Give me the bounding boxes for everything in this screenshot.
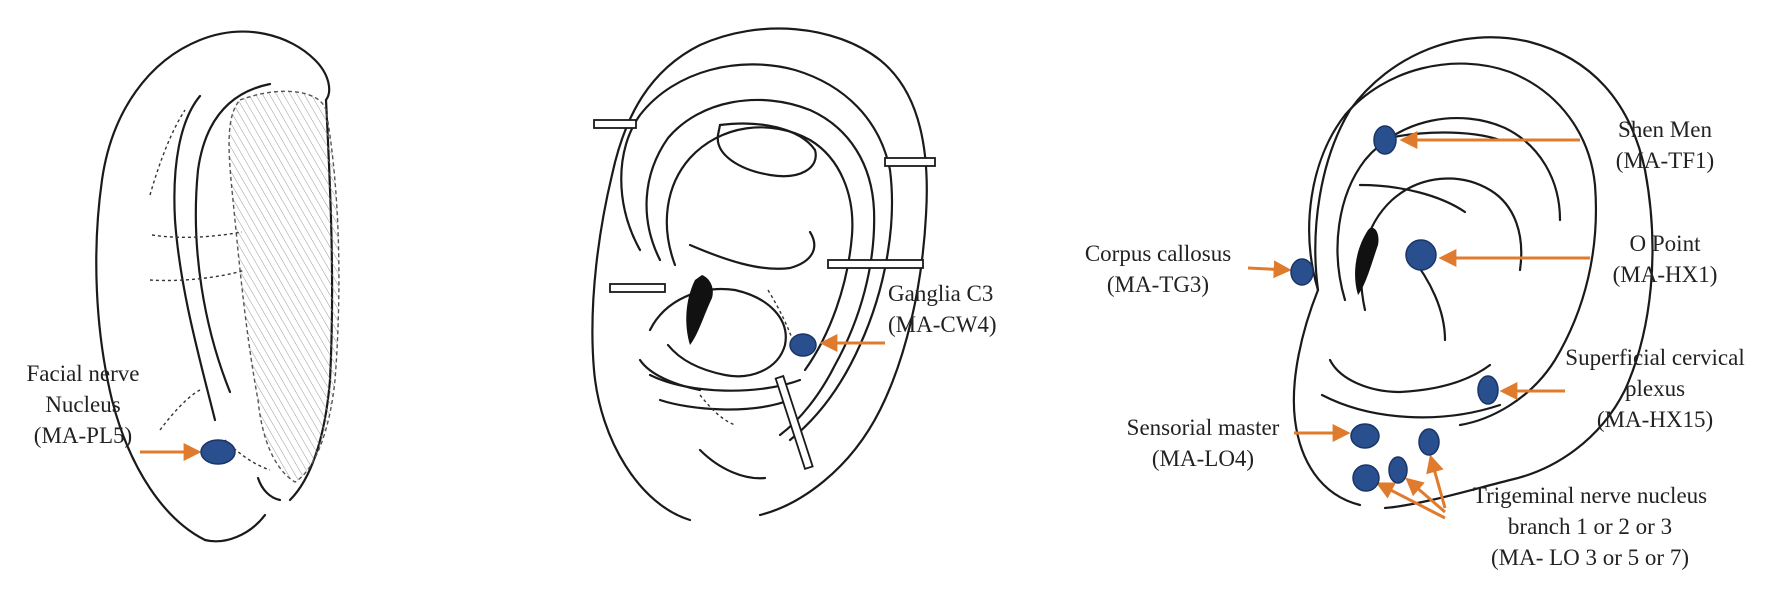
arrow-trigeminal-lo7: [1375, 482, 1446, 520]
point-shen-men: [1373, 125, 1397, 155]
label-o-point: O Point (MA-HX1): [1590, 228, 1740, 290]
label-line: (MA-HX1): [1612, 262, 1718, 287]
point-trigeminal-lo3: [1418, 428, 1440, 456]
point-corpus-callosus: [1290, 258, 1314, 286]
left-ear-dotted-lines: [149, 109, 271, 471]
point-superficial-cervical-plexus: [1477, 375, 1499, 405]
label-line: Ganglia C3: [888, 281, 994, 306]
label-corpus-callosus: Corpus callosus (MA-TG3): [1058, 238, 1258, 300]
arrow-trigeminal-lo5: [1405, 477, 1446, 514]
label-line: Sensorial master: [1126, 415, 1280, 440]
middle-ear-probes: [593, 119, 936, 471]
label-ganglia-c3: Ganglia C3 (MA-CW4): [888, 278, 1028, 340]
label-line: Corpus callosus: [1084, 241, 1232, 266]
label-trigeminal-nerve-nucleus: Trigeminal nerve nucleus branch 1 or 2 o…: [1440, 480, 1740, 573]
left-ear-hatched-region: [228, 90, 340, 483]
right-ear-dark-canal: [1355, 227, 1379, 295]
label-sensorial-master: Sensorial master (MA-LO4): [1098, 412, 1308, 474]
middle-ear-dotted-lines: [699, 289, 796, 426]
label-line: Facial nerve: [26, 361, 140, 386]
arrow-corpus-callosus: [1247, 260, 1292, 279]
label-line: (MA-TF1): [1615, 148, 1715, 173]
point-ganglia-c3: [789, 333, 817, 357]
middle-ear-outline: [591, 27, 928, 522]
label-facial-nerve-nucleus: Facial nerve Nucleus (MA-PL5): [8, 358, 158, 451]
label-line: branch 1 or 2 or 3: [1507, 514, 1673, 539]
pointer-arrows: [140, 131, 1590, 520]
middle-ear-dark-canal: [686, 275, 713, 345]
point-o-point: [1405, 239, 1437, 271]
point-trigeminal-lo7: [1352, 464, 1380, 492]
point-sensorial-master: [1350, 423, 1380, 449]
label-shen-men: Shen Men (MA-TF1): [1590, 114, 1740, 176]
label-line: (MA-CW4): [888, 312, 997, 337]
label-line: Nucleus: [45, 392, 121, 417]
label-line: O Point: [1629, 231, 1701, 256]
label-line: Trigeminal nerve nucleus: [1472, 483, 1708, 508]
label-line: (MA-LO4): [1151, 446, 1255, 471]
point-trigeminal-lo5: [1388, 456, 1408, 484]
acupoints: [200, 125, 1499, 492]
label-line: plexus: [1624, 376, 1686, 401]
label-line: (MA-HX15): [1596, 407, 1714, 432]
point-facial-nerve-nucleus: [200, 439, 236, 465]
arrow-trigeminal-lo3: [1426, 454, 1447, 509]
label-superficial-cervical-plexus: Superficial cervical plexus (MA-HX15): [1540, 342, 1770, 435]
label-line: (MA-TG3): [1106, 272, 1210, 297]
label-line: (MA- LO 3 or 5 or 7): [1490, 545, 1689, 570]
label-line: (MA-PL5): [33, 423, 133, 448]
label-line: Shen Men: [1618, 117, 1712, 142]
label-line: Superficial cervical: [1565, 345, 1745, 370]
